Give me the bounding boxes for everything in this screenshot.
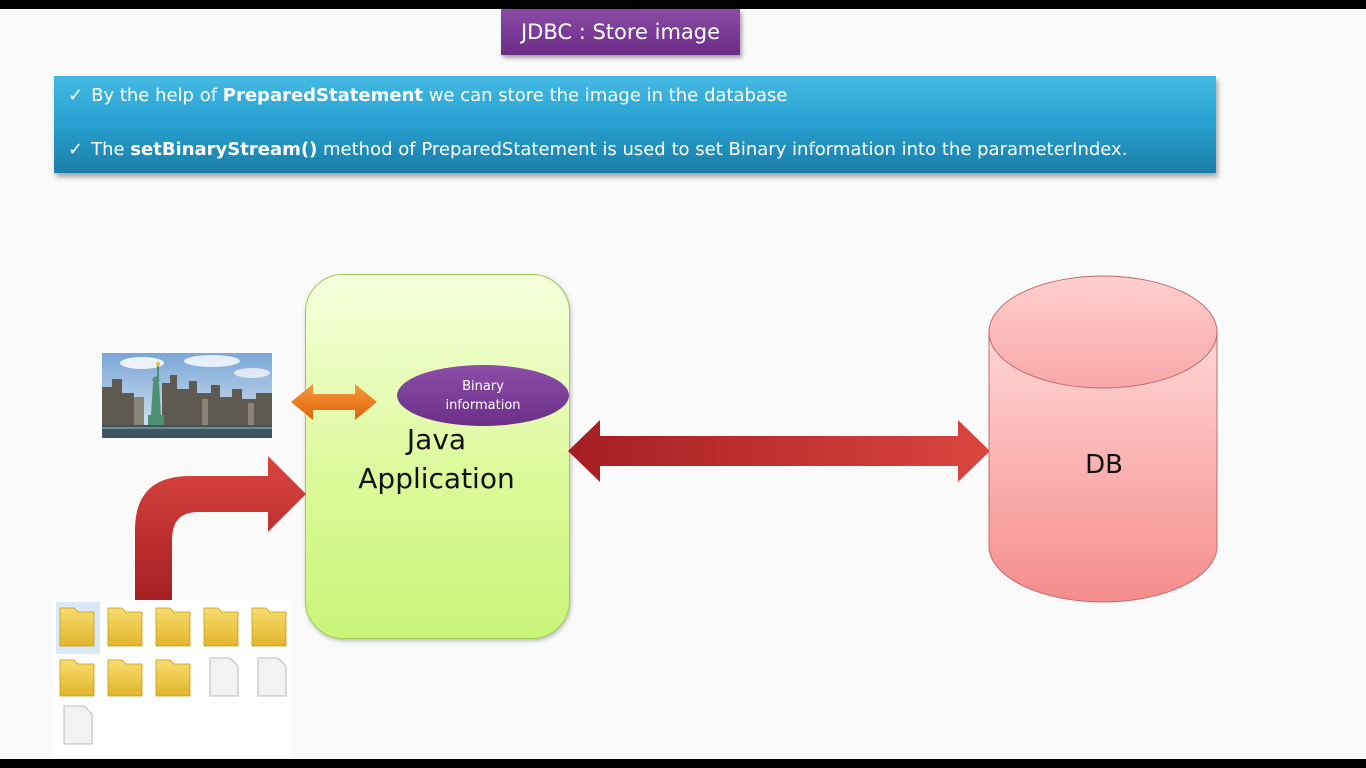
binary-line1: Binary — [462, 378, 504, 394]
document-icon — [209, 657, 239, 697]
binary-information-ellipse: Binary information — [397, 365, 569, 426]
top-letterbox — [0, 0, 1366, 9]
info-box: ✓ By the help of PreparedStatement we can… — [54, 76, 1216, 173]
document-icon — [257, 657, 287, 697]
bullet-setbinarystream: ✓ The setBinaryStream() method of Prepare… — [68, 139, 1127, 160]
document-icon — [63, 705, 93, 745]
java-application-label: Java Application — [305, 420, 568, 498]
folder-icon — [251, 607, 287, 647]
folder-icon — [203, 607, 239, 647]
red-bent-arrow — [135, 456, 306, 604]
bullet-text-post: we can store the image in the database — [422, 85, 788, 106]
bullet-text-bold: setBinaryStream() — [130, 139, 318, 160]
folder-icon — [59, 659, 95, 697]
bullet-text-bold: PreparedStatement — [222, 85, 423, 106]
db-label: DB — [1085, 450, 1123, 480]
folder-icon — [59, 607, 95, 647]
red-double-arrow — [568, 420, 990, 482]
bullet-text-post: method of PreparedStatement is used to s… — [317, 139, 1128, 160]
file-browser-thumbnail — [54, 600, 290, 758]
binary-line2: information — [445, 397, 521, 413]
slide-title: JDBC : Store image — [501, 9, 740, 55]
db-cylinder — [988, 275, 1218, 603]
check-icon: ✓ — [68, 139, 84, 160]
city-skyline-image — [102, 353, 272, 438]
bullet-text-pre: By the help of — [91, 85, 223, 106]
bullet-preparedstatement: ✓ By the help of PreparedStatement we can… — [68, 85, 787, 106]
check-icon: ✓ — [68, 85, 84, 106]
folder-icon — [107, 607, 143, 647]
files-grid — [56, 602, 287, 745]
folder-icon — [155, 659, 191, 697]
folder-icon — [155, 607, 191, 647]
java-label-line2: Application — [358, 462, 515, 495]
folder-icon — [107, 659, 143, 697]
java-label-line1: Java — [406, 423, 467, 456]
bullet-text-pre: The — [91, 139, 131, 160]
bottom-letterbox — [0, 759, 1366, 768]
slide-title-text: JDBC : Store image — [520, 20, 721, 44]
